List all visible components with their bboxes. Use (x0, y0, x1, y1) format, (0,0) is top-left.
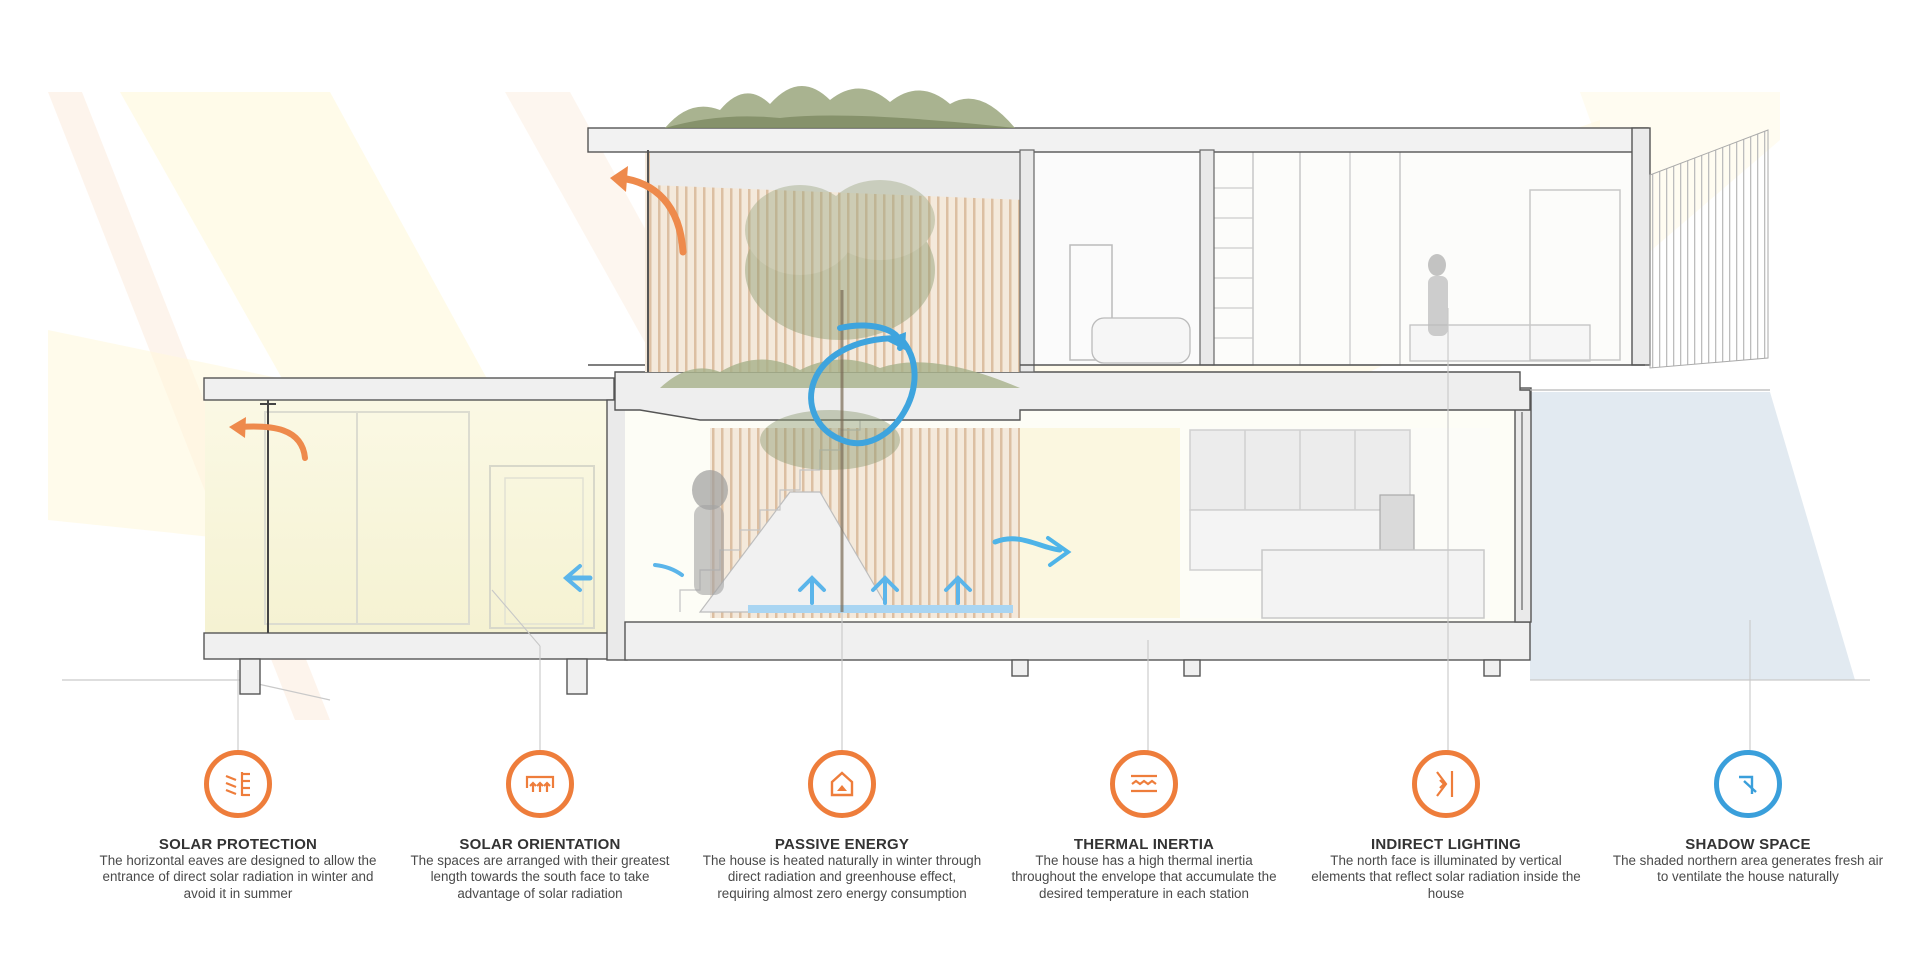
ground-line (62, 679, 1870, 701)
solar-protection-icon (204, 750, 272, 818)
feature-title: THERMAL INERTIA (1073, 836, 1215, 853)
feature-description: The north face is illuminated by vertica… (1311, 853, 1581, 901)
shadow-space-icon (1714, 750, 1782, 818)
feature-title: SOLAR PROTECTION (158, 836, 318, 853)
feature-description: The horizontal eaves are designed to all… (99, 853, 377, 901)
upper-floor (587, 127, 1651, 373)
north-slats (1649, 129, 1769, 369)
passive-energy-icon (808, 750, 876, 818)
leader-lines (237, 308, 1751, 754)
solar-orientation-icon (506, 750, 574, 818)
feature-title: SOLAR ORIENTATION (459, 836, 621, 853)
feature-description: The house has a high thermal inertia thr… (1011, 853, 1277, 901)
ground-floor (624, 377, 1532, 677)
tree (745, 180, 935, 470)
shadow-space-area (1530, 392, 1855, 680)
airflow-arrows (229, 166, 1072, 605)
thermal-inertia-icon (1110, 750, 1178, 818)
indirect-lighting-icon (1412, 750, 1480, 818)
feature-title: PASSIVE ENERGY (774, 836, 910, 853)
feature-title: INDIRECT LIGHTING (1370, 836, 1522, 853)
green-roof (660, 85, 1020, 388)
feature-title: SHADOW SPACE (1685, 836, 1811, 853)
feature-description: The house is heated naturally in winter … (702, 853, 982, 901)
feature-description: The spaces are arranged with their great… (410, 853, 670, 901)
left-wing (203, 377, 628, 695)
feature-description: The shaded northern area generates fresh… (1612, 853, 1884, 885)
